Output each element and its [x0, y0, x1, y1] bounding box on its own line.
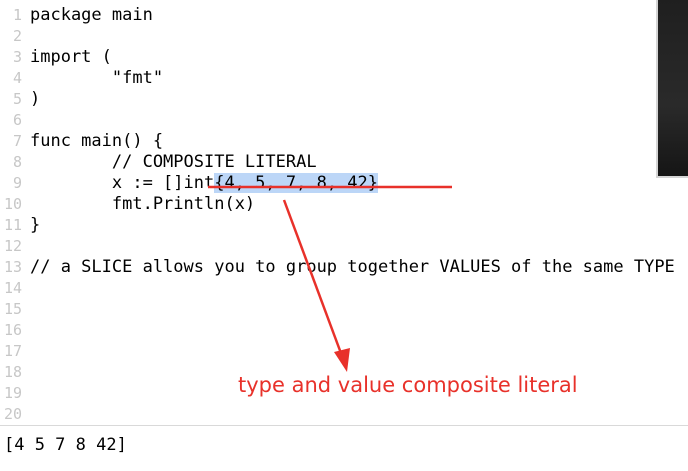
line-number: 1	[12, 6, 22, 24]
code-line[interactable]: 7 func main() {	[0, 131, 688, 152]
code-line[interactable]: 1 package main	[0, 5, 688, 26]
line-number: 3	[12, 48, 22, 66]
code-text[interactable]: func main() {	[30, 131, 164, 151]
line-number: 18	[3, 363, 22, 381]
code-line[interactable]: 18	[0, 362, 688, 383]
code-text[interactable]: )	[30, 89, 41, 109]
code-text[interactable]: // COMPOSITE LITERAL	[30, 152, 317, 172]
code-text[interactable]: x := []int{4, 5, 7, 8, 42}	[30, 173, 378, 194]
code-line[interactable]: 12	[0, 236, 688, 257]
code-line[interactable]: 16	[0, 320, 688, 341]
code-segment: x := []int	[30, 173, 215, 193]
line-number: 2	[12, 27, 22, 45]
video-thumbnail	[656, 0, 688, 178]
line-number: 10	[3, 195, 22, 213]
code-line[interactable]: 10 fmt.Println(x)	[0, 194, 688, 215]
code-line[interactable]: 9 x := []int{4, 5, 7, 8, 42}	[0, 173, 688, 194]
code-text[interactable]: "fmt"	[30, 68, 164, 88]
selection-highlight: {4, 5, 7, 8, 42}	[214, 173, 378, 193]
code-line[interactable]: 8 // COMPOSITE LITERAL	[0, 152, 688, 173]
code-line[interactable]: 4 "fmt"	[0, 68, 688, 89]
code-line[interactable]: 6	[0, 110, 688, 131]
code-text[interactable]: // a SLICE allows you to group together …	[30, 257, 675, 277]
output-divider	[0, 425, 688, 426]
line-number: 20	[3, 405, 22, 423]
code-line[interactable]: 13 // a SLICE allows you to group togethe…	[0, 257, 688, 278]
line-number: 17	[3, 342, 22, 360]
program-output: [4 5 7 8 42]	[4, 435, 127, 455]
code-text[interactable]: fmt.Println(x)	[30, 194, 256, 214]
line-number: 15	[3, 300, 22, 318]
code-line[interactable]: 14	[0, 278, 688, 299]
code-line[interactable]: 3 import (	[0, 47, 688, 68]
output-panel: [4 5 7 8 42]	[0, 426, 688, 471]
line-number: 6	[12, 111, 22, 129]
line-number: 13	[3, 258, 22, 276]
code-text[interactable]: package main	[30, 5, 153, 25]
line-number: 7	[12, 132, 22, 150]
code-line[interactable]: 19	[0, 383, 688, 404]
code-line[interactable]: 2	[0, 26, 688, 47]
code-text[interactable]: }	[30, 215, 41, 235]
code-line[interactable]: 15	[0, 299, 688, 320]
annotation-label: type and value composite literal	[238, 373, 578, 397]
code-line[interactable]: 11}	[0, 215, 688, 236]
line-number: 19	[3, 384, 22, 402]
code-line[interactable]: 17	[0, 341, 688, 362]
line-number: 14	[3, 279, 22, 297]
line-number: 16	[3, 321, 22, 339]
code-line[interactable]: 20	[0, 404, 688, 425]
line-number: 5	[12, 90, 22, 108]
code-line[interactable]: 5)	[0, 89, 688, 110]
line-number: 8	[12, 153, 22, 171]
line-number: 11	[3, 216, 22, 234]
line-number: 4	[12, 69, 22, 87]
line-number: 12	[3, 237, 22, 255]
code-text[interactable]: import (	[30, 47, 112, 67]
line-number: 9	[12, 174, 22, 192]
